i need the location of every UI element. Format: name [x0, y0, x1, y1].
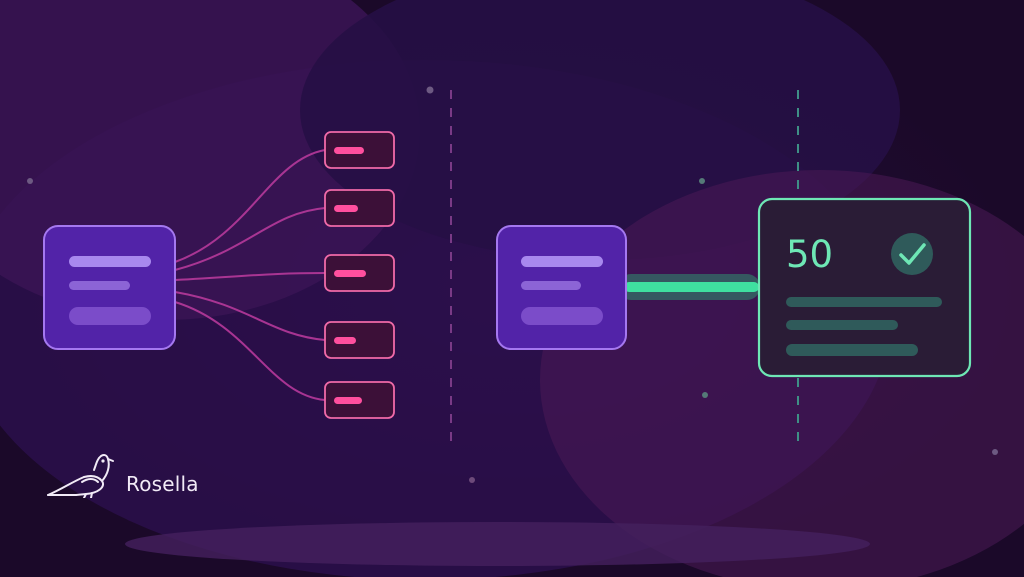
node-line	[69, 307, 151, 325]
output-chip	[324, 189, 395, 227]
chip-bar	[334, 270, 366, 277]
node-line	[69, 256, 151, 267]
connector-line	[174, 272, 326, 281]
brand-name: Rosella	[126, 472, 199, 496]
node-line	[69, 281, 130, 290]
floor-shadow	[125, 522, 870, 566]
sparkle-dots	[27, 86, 998, 483]
output-chip	[324, 131, 395, 169]
node-line	[521, 307, 603, 325]
source-node-left	[43, 225, 176, 350]
fan-out-connectors	[174, 149, 326, 401]
check-circle-icon	[891, 233, 933, 275]
chip-bar	[334, 397, 362, 404]
connector-line	[174, 149, 326, 263]
check-mark	[899, 243, 926, 265]
card-line	[786, 344, 918, 356]
bird-icon	[47, 454, 114, 498]
node-line	[521, 281, 581, 290]
score-value: 50	[786, 233, 834, 276]
card-line	[786, 320, 898, 330]
chip-bar	[334, 205, 358, 212]
result-card	[757, 197, 972, 378]
green-connector	[618, 274, 760, 300]
chip-bar	[334, 337, 356, 344]
output-chip	[324, 254, 395, 292]
card-line	[786, 297, 942, 307]
connector-line	[174, 301, 326, 401]
connector-line	[174, 291, 326, 341]
connector-line	[174, 207, 326, 271]
source-node-middle	[496, 225, 627, 350]
chip-bar	[334, 147, 364, 154]
output-chip	[324, 381, 395, 419]
node-line	[521, 256, 603, 267]
brand-logo: Rosella	[46, 452, 199, 498]
output-chip	[324, 321, 395, 359]
